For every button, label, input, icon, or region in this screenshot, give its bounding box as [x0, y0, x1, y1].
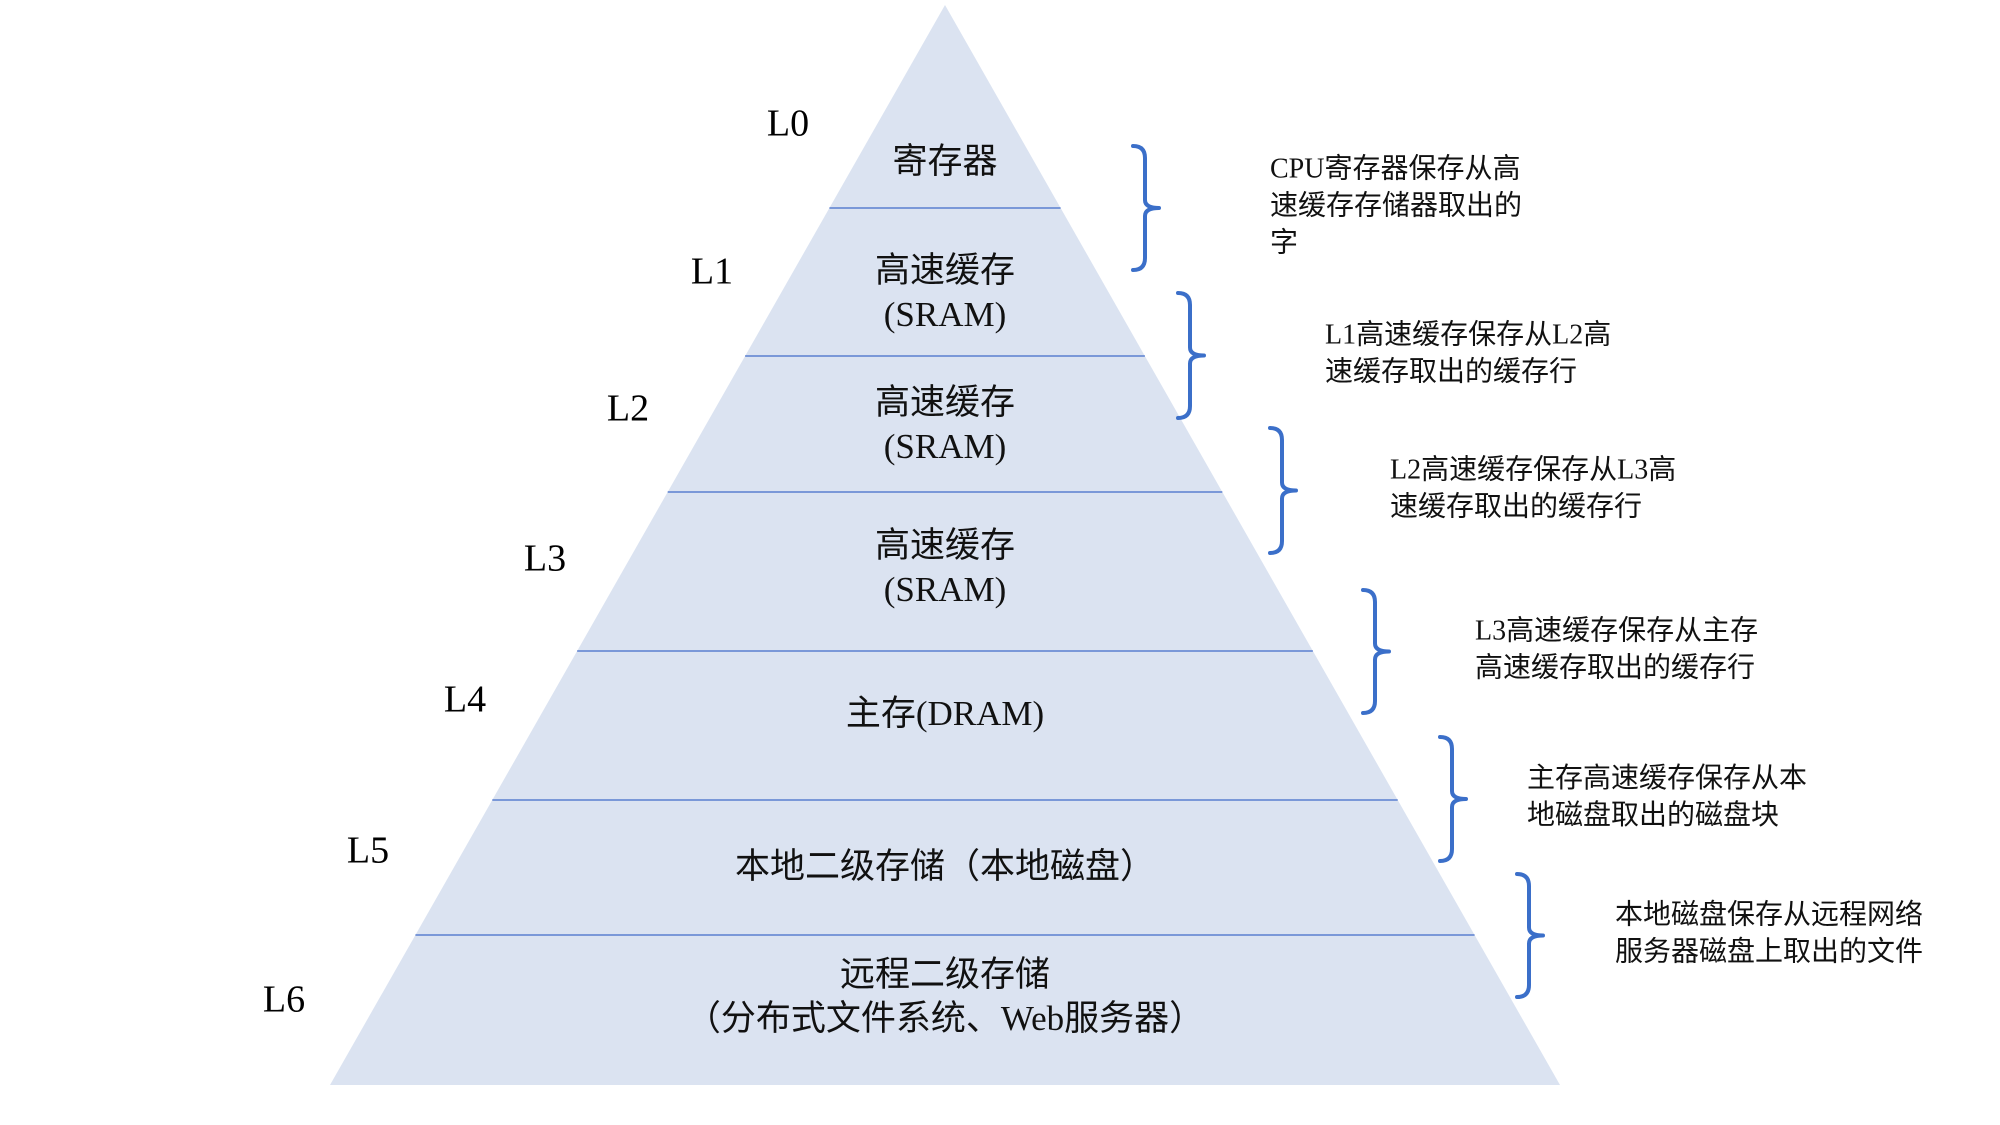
tier-label-l3-line-0: 高速缓存 — [875, 526, 1015, 565]
note-l0-line-2: 字 — [1270, 226, 1298, 258]
note-l0-line-1: 速缓存存储器取出的 — [1270, 189, 1522, 221]
tier-label-l6-line-1: （分布式文件系统、Web服务器） — [686, 999, 1204, 1038]
brace-l2 — [1268, 426, 1298, 555]
tier-dividers — [415, 207, 1475, 936]
brace-l4 — [1438, 735, 1468, 863]
note-l5-line-1: 服务器磁盘上取出的文件 — [1615, 935, 1923, 967]
note-l0-line-0: CPU寄存器保存从高 — [1270, 152, 1520, 184]
tier-label-l3-line-1: (SRAM) — [884, 570, 1007, 609]
tier-label-l1-line-1: (SRAM) — [884, 295, 1007, 334]
tier-label-l5-line-0: 本地二级存储（本地磁盘） — [735, 847, 1155, 886]
note-l1-line-0: L1高速缓存保存从L2高 — [1325, 318, 1611, 350]
note-l3-line-0: L3高速缓存保存从主存 — [1475, 614, 1758, 646]
level-label-l5: L5 — [347, 830, 389, 872]
brace-l0 — [1131, 144, 1161, 272]
tier-label-l2-line-1: (SRAM) — [884, 427, 1007, 466]
tier-label-l1-line-0: 高速缓存 — [875, 251, 1015, 290]
tier-label-l6-line-0: 远程二级存储 — [840, 955, 1050, 994]
level-label-l4: L4 — [444, 679, 486, 721]
brace-l3 — [1361, 588, 1391, 715]
brace-l5 — [1515, 872, 1545, 999]
level-label-l2: L2 — [607, 388, 649, 430]
level-label-l0: L0 — [767, 103, 809, 145]
brace-l1 — [1176, 291, 1206, 420]
braces — [1131, 144, 1545, 999]
note-l2-line-1: 速缓存取出的缓存行 — [1390, 490, 1642, 522]
level-label-l3: L3 — [524, 538, 566, 580]
tier-label-l4-line-0: 主存(DRAM) — [846, 694, 1044, 733]
level-label-l1: L1 — [691, 251, 733, 293]
note-l4-line-1: 地磁盘取出的磁盘块 — [1527, 799, 1779, 831]
note-l4-line-0: 主存高速缓存保存从本 — [1527, 762, 1807, 794]
note-l2-line-0: L2高速缓存保存从L3高 — [1390, 453, 1676, 485]
annotations: CPU寄存器保存从高速缓存存储器取出的字L1高速缓存保存从L2高速缓存取出的缓存… — [1270, 152, 1923, 967]
note-l3-line-1: 高速缓存取出的缓存行 — [1475, 651, 1755, 683]
tier-label-l2-line-0: 高速缓存 — [875, 383, 1015, 422]
pyramid — [330, 5, 1560, 1085]
tier-label-l0-line-0: 寄存器 — [892, 142, 997, 181]
level-label-l6: L6 — [263, 979, 305, 1021]
note-l1-line-1: 速缓存取出的缓存行 — [1325, 355, 1577, 387]
note-l5-line-0: 本地磁盘保存从远程网络 — [1615, 898, 1923, 930]
